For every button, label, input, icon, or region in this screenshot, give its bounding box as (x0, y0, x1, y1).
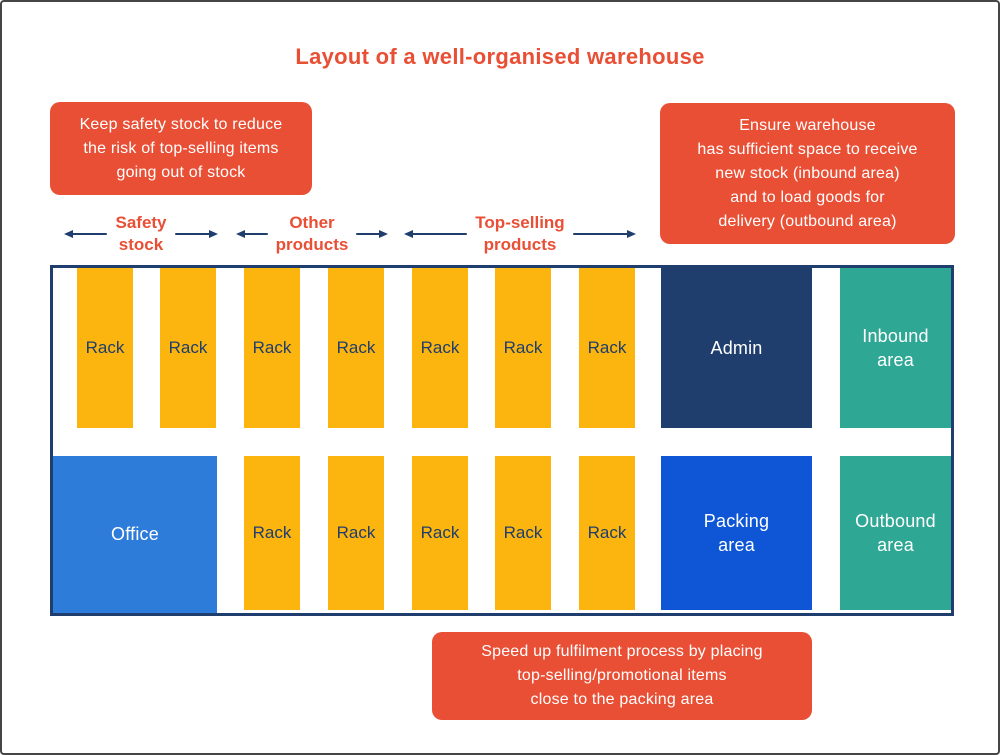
rack-box: Rack (244, 268, 300, 428)
rack-box: Rack (412, 456, 468, 610)
note-inbound-outbound: Ensure warehouse has sufficient space to… (660, 103, 955, 244)
left-arrow-icon (404, 230, 468, 238)
office-area-box: Office (53, 456, 217, 613)
rack-box: Rack (160, 268, 216, 428)
zone-label-other-products: Other products (236, 208, 389, 260)
warehouse-floor-plan: Rack Rack Rack Rack Rack Rack Rack Admin… (50, 265, 954, 616)
page-title: Layout of a well-organised warehouse (295, 44, 705, 69)
inbound-area-box: Inbound area (840, 268, 951, 428)
right-arrow-icon (356, 230, 389, 238)
packing-area-box: Packing area (661, 456, 812, 610)
right-arrow-icon (174, 230, 218, 238)
rack-box: Rack (77, 268, 133, 428)
rack-box: Rack (328, 456, 384, 610)
zone-label-text: Top-selling products (475, 212, 565, 254)
rack-box: Rack (495, 456, 551, 610)
rack-box: Rack (495, 268, 551, 428)
right-arrow-icon (572, 230, 636, 238)
left-arrow-icon (64, 230, 108, 238)
zone-label-text: Other products (275, 212, 349, 254)
zone-label-safety-stock: Safety stock (64, 208, 218, 260)
outbound-area-box: Outbound area (840, 456, 951, 610)
note-fulfilment: Speed up fulfilment process by placing t… (432, 632, 812, 720)
rack-box: Rack (579, 456, 635, 610)
left-arrow-icon (236, 230, 268, 238)
rack-box: Rack (579, 268, 635, 428)
zone-label-text: Safety stock (115, 212, 167, 254)
zone-label-top-selling-products: Top-selling products (404, 208, 636, 260)
rack-box: Rack (244, 456, 300, 610)
rack-box: Rack (412, 268, 468, 428)
admin-area-box: Admin (661, 268, 812, 428)
rack-box: Rack (328, 268, 384, 428)
note-safety-stock: Keep safety stock to reduce the risk of … (50, 102, 312, 195)
